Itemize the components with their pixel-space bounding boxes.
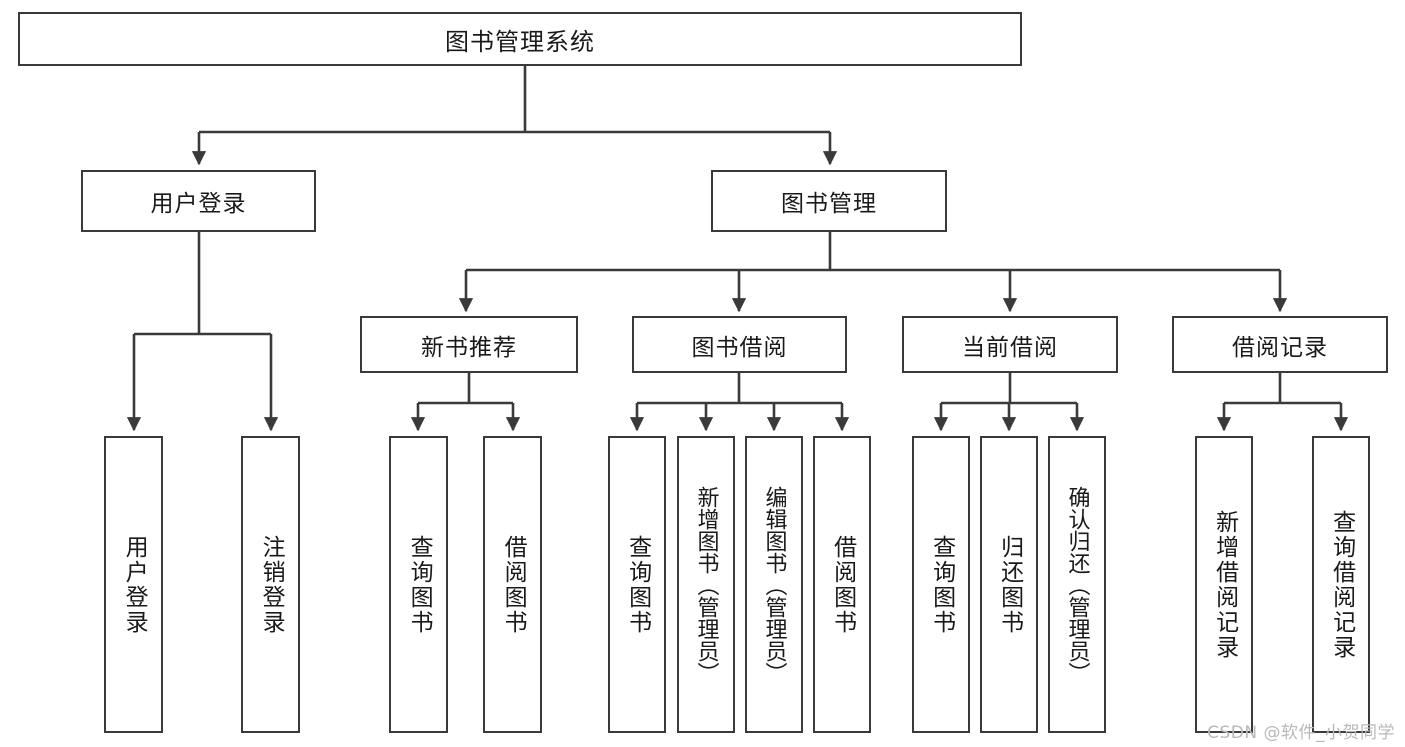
leaf-user-login[interactable]: 用户登录	[104, 436, 163, 733]
watermark-text: CSDN @软件_小贺同学	[1207, 723, 1395, 743]
node-label: 借阅记录	[1232, 334, 1328, 361]
leaf-confirm-return-admin[interactable]: 确认归还（管理员）	[1048, 436, 1106, 733]
node-label: 确认归还（管理员）	[1064, 485, 1090, 684]
node-label: 图书借阅	[691, 334, 788, 361]
node-borrow-records[interactable]: 借阅记录	[1172, 316, 1388, 373]
node-label: 新增借阅记录	[1211, 509, 1238, 660]
node-user-login[interactable]: 用户登录	[81, 170, 316, 232]
leaf-query-book-recommend[interactable]: 查询图书	[389, 436, 448, 733]
node-label: 用户登录	[150, 191, 247, 217]
leaf-logout[interactable]: 注销登录	[241, 436, 300, 733]
node-root-system[interactable]: 图书管理系统	[18, 12, 1022, 66]
node-label: 注销登录	[258, 534, 285, 635]
node-label: 查询图书	[406, 534, 433, 635]
leaf-query-borrow-record[interactable]: 查询借阅记录	[1312, 436, 1370, 733]
node-label: 图书管理	[781, 191, 877, 217]
node-label: 新增图书（管理员）	[693, 485, 719, 684]
node-label: 当前借阅	[962, 334, 1058, 361]
leaf-edit-book-admin[interactable]: 编辑图书（管理员）	[745, 436, 803, 733]
leaf-borrow-book-recommend[interactable]: 借阅图书	[483, 436, 542, 733]
node-label: 编辑图书（管理员）	[761, 485, 787, 684]
node-current-borrow[interactable]: 当前借阅	[902, 316, 1118, 373]
node-book-borrow[interactable]: 图书借阅	[632, 316, 847, 373]
node-label: 归还图书	[996, 534, 1023, 635]
node-label: 借阅图书	[500, 534, 527, 635]
node-label: 查询图书	[928, 534, 955, 635]
node-label: 借阅图书	[829, 534, 856, 635]
leaf-borrow-book[interactable]: 借阅图书	[813, 436, 871, 733]
node-new-book-recommend[interactable]: 新书推荐	[360, 316, 578, 373]
node-label: 新书推荐	[421, 334, 517, 361]
node-label: 查询借阅记录	[1328, 509, 1355, 660]
node-label: 图书管理系统	[445, 27, 595, 56]
node-label: 查询图书	[624, 534, 651, 635]
leaf-return-book[interactable]: 归还图书	[980, 436, 1038, 733]
leaf-query-book-current[interactable]: 查询图书	[912, 436, 970, 733]
node-label: 用户登录	[121, 534, 148, 635]
leaf-add-book-admin[interactable]: 新增图书（管理员）	[677, 436, 735, 733]
node-book-management[interactable]: 图书管理	[711, 170, 947, 232]
leaf-add-borrow-record[interactable]: 新增借阅记录	[1195, 436, 1253, 733]
leaf-query-book-borrow[interactable]: 查询图书	[608, 436, 666, 733]
